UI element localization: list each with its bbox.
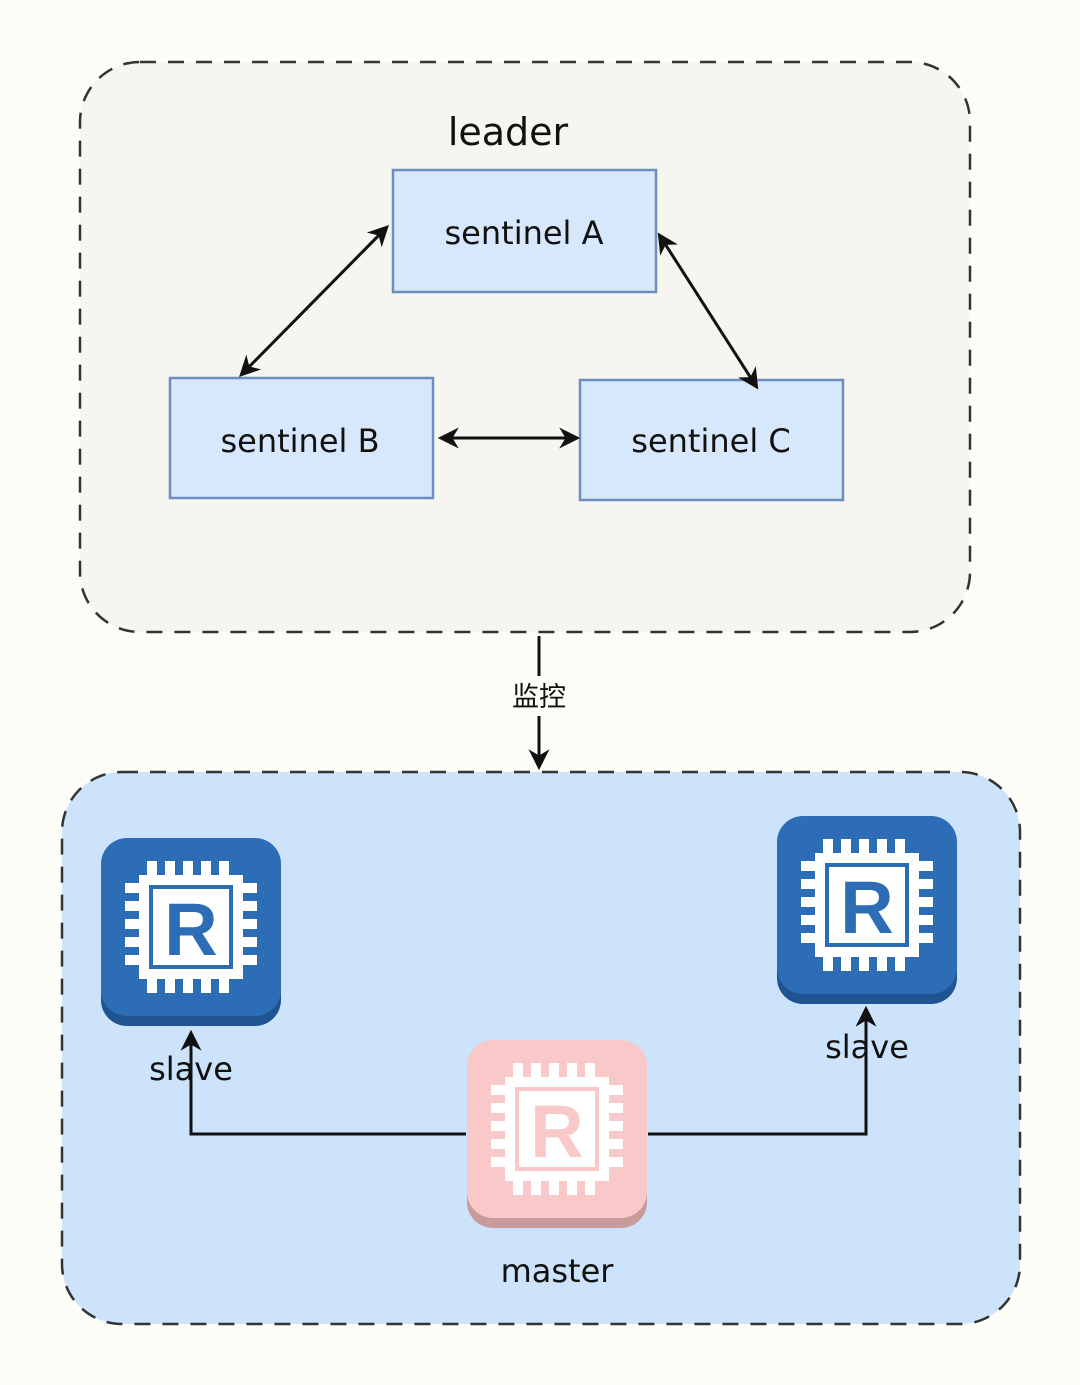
redis-chip-icon: R	[467, 1040, 647, 1228]
slave-right-node: R slave	[777, 816, 957, 1066]
sentinel-c-label: sentinel C	[631, 422, 790, 460]
redis-chip-icon: R	[101, 838, 281, 1026]
sentinel-c-node: sentinel C	[578, 378, 845, 502]
edge-master-slave-left	[180, 1029, 466, 1136]
svg-text:R: R	[164, 888, 217, 971]
master-label: master	[501, 1252, 615, 1290]
edge-a-b	[239, 225, 389, 377]
slave-left-label: slave	[149, 1050, 233, 1088]
redis-chip-icon: R	[777, 816, 957, 1004]
sentinel-b-label: sentinel B	[220, 422, 379, 460]
master-node: R master	[467, 1040, 647, 1290]
edge-master-slave-right	[648, 1005, 877, 1136]
leader-label: leader	[448, 110, 569, 154]
edge-a-c	[657, 232, 759, 390]
monitor-label: 监控	[512, 682, 566, 713]
sentinel-a-node: sentinel A	[391, 168, 658, 294]
sentinel-a-label: sentinel A	[445, 214, 604, 252]
slave-left-node: R slave	[101, 838, 281, 1088]
slave-right-label: slave	[825, 1028, 909, 1066]
sentinel-b-node: sentinel B	[168, 376, 435, 500]
svg-text:R: R	[840, 866, 893, 949]
svg-text:R: R	[530, 1090, 583, 1173]
